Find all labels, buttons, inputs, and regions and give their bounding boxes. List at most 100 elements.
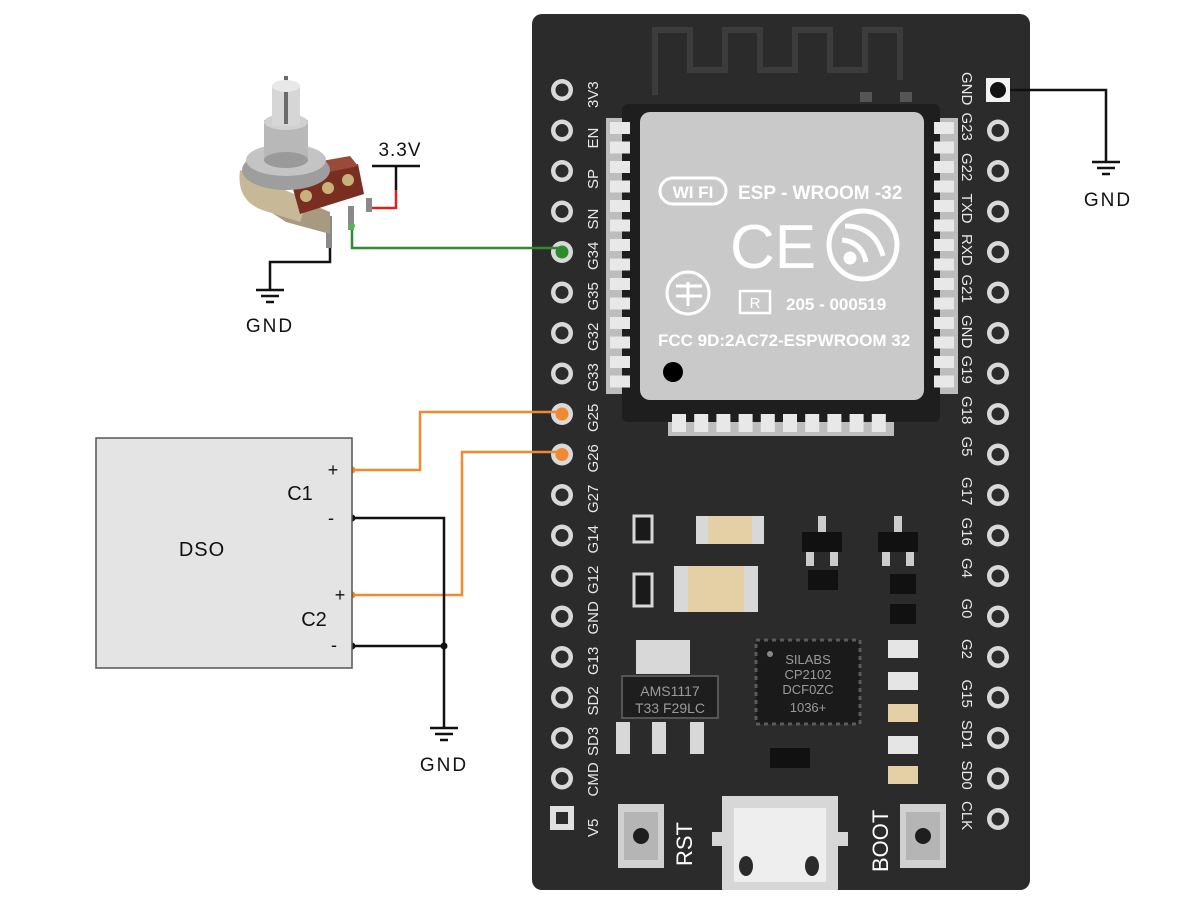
micro-usb-connector[interactable] xyxy=(712,796,848,890)
svg-text:DCF0ZC: DCF0ZC xyxy=(782,682,833,697)
module-pad xyxy=(610,336,630,349)
svg-text:AMS1117: AMS1117 xyxy=(640,683,700,699)
right-pin-label: G16 xyxy=(958,518,975,546)
right-pin-label: G4 xyxy=(958,558,975,578)
left-pin-label: G32 xyxy=(585,323,602,351)
left-pin-label: G26 xyxy=(585,444,602,472)
pin-highlights xyxy=(550,78,1010,830)
module-pad xyxy=(610,219,630,232)
fcc-id: FCC 9D:2AC72-ESPWROOM 32 xyxy=(658,331,910,350)
boot-label: BOOT xyxy=(868,810,893,872)
module-pad xyxy=(934,278,954,290)
rst-button[interactable] xyxy=(618,804,664,868)
svg-text:WI FI: WI FI xyxy=(673,183,714,202)
right-pin-label: G23 xyxy=(958,113,975,141)
left-pin-g32 xyxy=(551,322,573,344)
potentiometer xyxy=(239,76,372,248)
module-pad xyxy=(934,375,954,388)
left-pin-label: SN xyxy=(585,209,602,230)
right-pin-txd xyxy=(987,200,1009,223)
left-pin-label: GND xyxy=(585,601,602,635)
right-header-pins xyxy=(987,119,1009,830)
left-pin-label: G13 xyxy=(585,647,602,675)
module-pad xyxy=(610,258,630,271)
module-pad xyxy=(934,356,954,368)
right-pin-g5 xyxy=(987,443,1009,466)
right-pin-rxd xyxy=(987,241,1009,263)
left-pin-label: V5 xyxy=(585,819,602,837)
module-pad xyxy=(716,414,731,432)
right-pin-label: G22 xyxy=(958,153,975,181)
module-pad xyxy=(805,414,820,432)
left-pin-g35 xyxy=(551,281,573,304)
right-pin-label: G19 xyxy=(958,356,975,384)
module-pad-grid xyxy=(610,122,954,432)
left-pin-label: CMD xyxy=(585,762,602,796)
right-pin-label: G17 xyxy=(958,477,975,505)
left-pin-label: SP xyxy=(585,169,602,189)
ground-symbol-board xyxy=(1092,160,1120,176)
pot-vcc-wire xyxy=(370,190,398,210)
right-pin-g22 xyxy=(987,160,1009,182)
antenna-trace xyxy=(652,27,903,95)
left-pin-g14 xyxy=(551,524,573,547)
left-pin-label: SD2 xyxy=(585,686,602,715)
r-mark-box xyxy=(738,289,772,315)
left-pin-label: G25 xyxy=(585,404,602,432)
dso-gnd-label: GND xyxy=(420,755,468,776)
left-pin-3v3 xyxy=(551,79,573,101)
left-pin-label: 3V3 xyxy=(585,81,602,108)
g26-to-c2-wire xyxy=(352,450,562,597)
ground-symbol-pot xyxy=(256,288,284,304)
dso-ch1-plus: + xyxy=(328,460,339,480)
module-pad xyxy=(738,414,753,432)
module-pad xyxy=(610,356,630,368)
right-pin-label: G2 xyxy=(958,639,975,659)
module-pad xyxy=(849,414,864,432)
module-pad xyxy=(934,200,954,212)
dso-box: DSO C1 C2 + - + - xyxy=(95,437,353,669)
left-pin-g33 xyxy=(551,362,573,385)
telec-mark xyxy=(665,270,711,316)
dso-ch2-label: C2 xyxy=(301,609,327,631)
module-pad xyxy=(610,297,630,310)
right-pin-g0 xyxy=(987,605,1009,628)
module-pad xyxy=(934,297,954,310)
smd-components xyxy=(632,514,918,784)
wires xyxy=(268,88,1108,728)
right-pin-gnd xyxy=(987,322,1009,344)
right-pin-label: GND xyxy=(958,72,975,106)
vcc-label: 3.3V xyxy=(378,140,421,161)
svg-text:T33 F29LC: T33 F29LC xyxy=(635,700,705,716)
board-gnd-wire xyxy=(998,88,1108,162)
left-pin-cmd xyxy=(551,767,573,790)
module-pad xyxy=(934,180,954,193)
module-pad xyxy=(760,414,775,432)
left-pin-sp xyxy=(551,160,573,182)
left-pin-g26 xyxy=(551,443,573,466)
left-pin-gnd xyxy=(551,605,573,628)
pot-gnd-wire xyxy=(268,246,332,290)
left-pin-sn xyxy=(551,200,573,223)
left-pin-g34 xyxy=(551,241,573,263)
boot-button[interactable] xyxy=(900,804,946,868)
g25-to-c1-wire xyxy=(352,410,562,472)
ground-symbol-dso xyxy=(430,726,458,742)
right-pin-label: G0 xyxy=(958,599,975,619)
module-pad xyxy=(610,317,630,329)
board-gnd-label: GND xyxy=(1084,190,1132,211)
module-pad xyxy=(934,317,954,329)
right-pin-g19 xyxy=(987,362,1009,385)
rst-label: RST xyxy=(672,822,697,866)
left-pin-labels: 3V3ENSPSNG34G35G32G33G25G26G27G14G12GNDG… xyxy=(585,81,602,837)
dso-title: DSO xyxy=(179,539,225,561)
right-pin-g15 xyxy=(987,686,1009,709)
dso-ch1-minus: - xyxy=(328,508,334,528)
left-pin-label: G35 xyxy=(585,282,602,310)
esp32-board: WI FI ESP - WROOM -32 CE R 205 - 000519 … xyxy=(532,14,1030,890)
left-pin-g25 xyxy=(551,403,573,425)
module-name: ESP - WROOM -32 xyxy=(738,183,902,204)
module-pad xyxy=(783,414,797,432)
right-pin-g23 xyxy=(987,119,1009,142)
